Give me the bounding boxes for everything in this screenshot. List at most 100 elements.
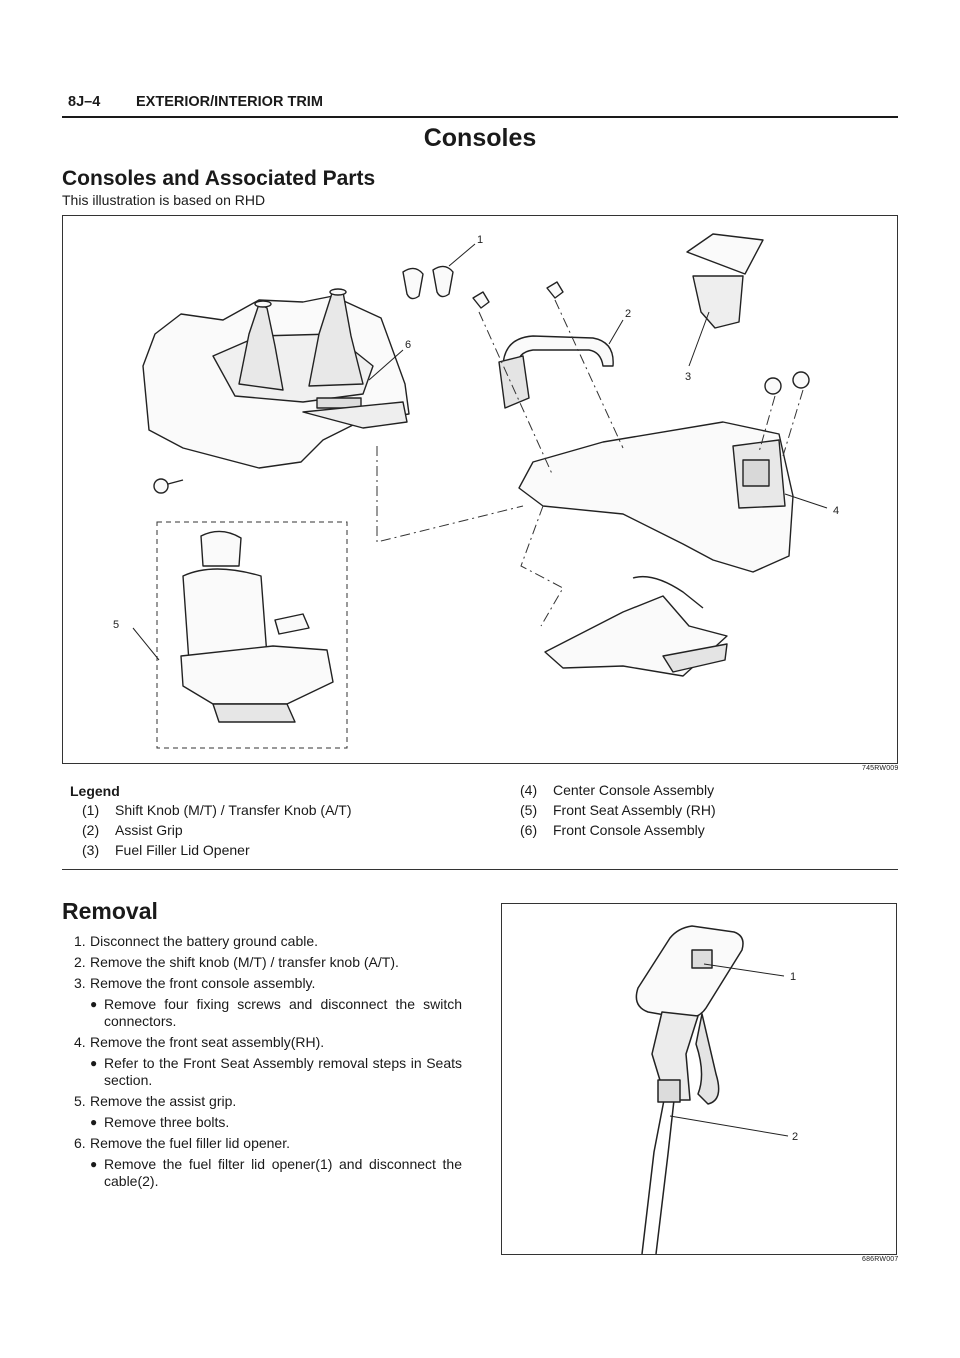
removal-step: 6.Remove the fuel filler lid opener.	[62, 1135, 462, 1152]
step-text: Remove the shift knob (M/T) / transfer k…	[90, 954, 399, 970]
transfer-knob-at	[432, 265, 454, 298]
callout-cable: 2	[792, 1131, 798, 1143]
removal-step: 4.Remove the front seat assembly(RH).	[62, 1034, 462, 1051]
step-number: 4.	[74, 1034, 86, 1050]
floor-bracket-plate	[662, 643, 728, 673]
assembly-line-floor	[520, 505, 564, 627]
opener-hook	[695, 1013, 720, 1105]
legend-num: (3)	[82, 842, 100, 858]
fuel-lid-opener-illustration: 1 2	[501, 903, 897, 1255]
step-text: Remove the front seat assembly(RH).	[90, 1034, 325, 1050]
legend-text: Shift Knob (M/T) / Transfer Knob (A/T)	[115, 802, 352, 818]
center-console-outlet	[742, 459, 770, 487]
removal-step: 3.Remove the front console assembly.	[62, 975, 462, 992]
nut-2	[792, 371, 810, 389]
step-number: 6.	[74, 1135, 86, 1151]
step-number: 3.	[74, 975, 86, 991]
seat-cushion	[180, 645, 334, 705]
assembly-line-console	[376, 446, 524, 543]
step-text: Remove the assist grip.	[90, 1093, 237, 1109]
cable-connector	[657, 1079, 681, 1103]
removal-step: 1.Disconnect the battery ground cable.	[62, 933, 462, 950]
legend-text: Center Console Assembly	[553, 782, 715, 798]
removal-steps: 1.Disconnect the battery ground cable. 2…	[62, 933, 462, 1194]
callout-4: 4	[833, 505, 839, 517]
removal-substep: ● Refer to the Front Seat Assembly remova…	[62, 1055, 462, 1089]
removal-step: 5.Remove the assist grip.	[62, 1093, 462, 1110]
step-text: Remove the front console assembly.	[90, 975, 316, 991]
opener-cover	[635, 925, 744, 1020]
legend-left-column: (1) Shift Knob (M/T) / Transfer Knob (A/T…	[82, 802, 352, 862]
legend-num: (4)	[520, 782, 538, 798]
cable-left	[641, 1099, 665, 1254]
leader-opener	[703, 963, 785, 977]
bullet-icon: ●	[90, 1056, 98, 1070]
callout-5: 5	[113, 619, 119, 631]
bolt-2	[546, 281, 564, 299]
legend-item: (4) Center Console Assembly	[520, 782, 716, 802]
assist-grip-shape	[502, 335, 614, 369]
section-subtitle: Consoles and Associated Parts	[62, 167, 376, 190]
seat-base	[212, 703, 296, 723]
legend-right-column: (4) Center Console Assembly (5) Front Seat…	[520, 782, 716, 842]
seat-headrest	[200, 530, 242, 567]
callout-2: 2	[625, 308, 631, 320]
step-text: Disconnect the battery ground cable.	[90, 933, 319, 949]
removal-substep: ● Remove four fixing screws and disconnec…	[62, 996, 462, 1030]
fixing-screw-shaft	[167, 479, 184, 485]
removal-title: Removal	[62, 898, 158, 924]
step-text: Remove the fuel filler lid opener.	[90, 1135, 290, 1151]
fuel-lid-opener-cover	[686, 233, 764, 275]
callout-1: 1	[477, 234, 483, 246]
legend-num: (2)	[82, 822, 100, 838]
boot-opening-left	[254, 300, 272, 308]
substep-text: Refer to the Front Seat Assembly removal…	[104, 1055, 462, 1088]
leader-6	[368, 349, 404, 381]
shift-boot-left	[238, 303, 284, 391]
legend-item: (2)Assist Grip	[82, 822, 352, 842]
legend-item: (1) Shift Knob (M/T) / Transfer Knob (A/T…	[82, 802, 352, 822]
legend-text: Front Seat Assembly (RH)	[553, 802, 716, 818]
assembly-line-bolt-2	[554, 299, 624, 449]
leader-5	[132, 627, 160, 661]
assembly-line-bolt-1	[478, 311, 554, 477]
legend-title: Legend	[70, 783, 120, 799]
legend-num: (6)	[520, 822, 538, 838]
fuel-lid-opener-body	[692, 275, 744, 329]
bullet-icon: ●	[90, 997, 98, 1011]
legend-num: (5)	[520, 802, 538, 818]
seat-inset-frame	[156, 521, 348, 749]
console-diagram-svg: 1 2 3 4 5 6	[113, 233, 839, 749]
removal-substep: ●Remove the fuel filter lid opener(1) an…	[62, 1156, 462, 1190]
callout-6: 6	[405, 339, 411, 351]
boot-opening-right	[329, 288, 347, 296]
leader-4	[784, 493, 828, 509]
parking-brake-lever	[632, 575, 704, 609]
assembly-line-nut-1	[758, 395, 776, 453]
figure2-code: 686RW007	[862, 1256, 899, 1263]
step-number: 5.	[74, 1093, 86, 1109]
console-exploded-illustration: 1 2 3 4 5 6	[62, 215, 898, 764]
leader-2	[608, 319, 624, 345]
figure1-code: 745RW009	[862, 765, 899, 772]
shift-knob-mt	[402, 267, 424, 300]
fuel-lid-opener-svg: 1 2	[635, 925, 798, 1254]
callout-opener: 1	[790, 971, 796, 983]
seat-armrest	[274, 613, 310, 635]
seat-back	[182, 568, 268, 663]
removal-substep: ●Remove three bolts.	[62, 1114, 462, 1131]
page-number: 8J–4	[68, 94, 101, 110]
legend-item: (3) Fuel Filler Lid Opener	[82, 842, 352, 862]
step-number: 2.	[74, 954, 86, 970]
removal-step: 2.Remove the shift knob (M/T) / transfer…	[62, 954, 462, 971]
legend-text: Fuel Filler Lid Opener	[115, 842, 250, 858]
leader-3	[688, 311, 710, 367]
front-console-flange	[302, 401, 408, 429]
page-header: 8J–4 EXTERIOR/INTERIOR TRIM	[62, 92, 898, 118]
substep-text: Remove four fixing screws and disconnect…	[104, 996, 462, 1029]
section-title: EXTERIOR/INTERIOR TRIM	[136, 94, 323, 110]
leader-cable	[669, 1115, 789, 1137]
leader-1	[448, 243, 476, 267]
legend-num: (1)	[82, 802, 100, 818]
substep-text: Remove the fuel filter lid opener(1) and…	[104, 1156, 462, 1189]
